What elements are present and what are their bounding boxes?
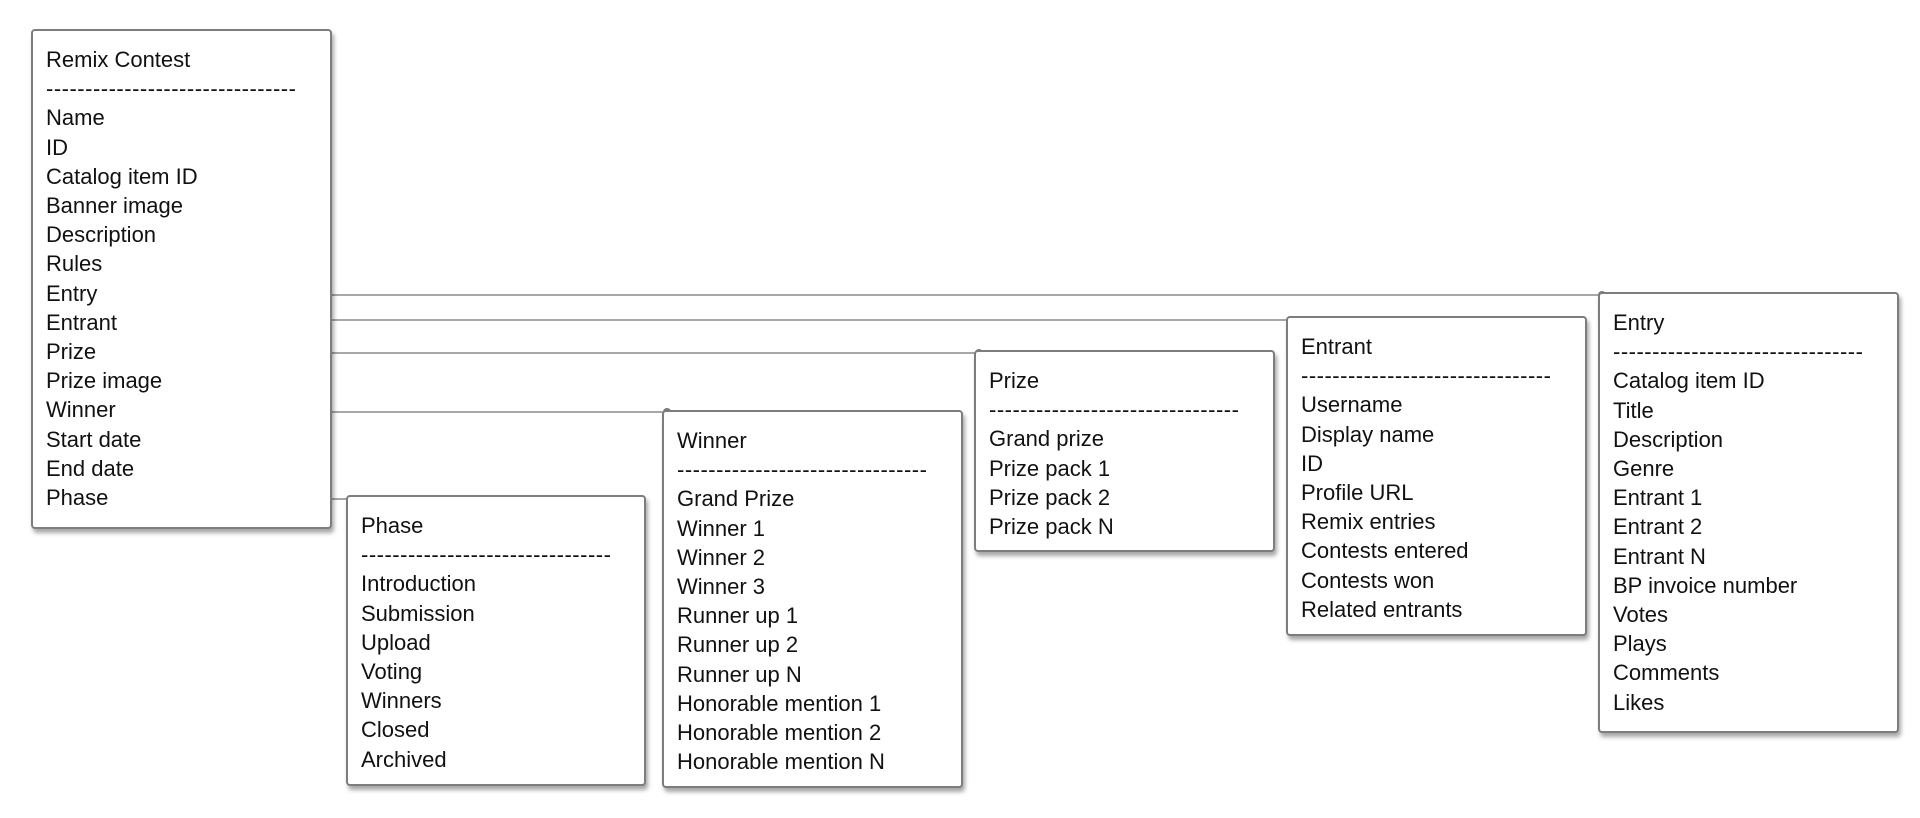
- entity-field: Genre: [1613, 456, 1675, 482]
- entity-prize[interactable]: Prize -------------------------------- G…: [974, 350, 1275, 552]
- entity-field: Submission: [361, 600, 475, 626]
- entity-field: Banner image: [46, 193, 183, 219]
- entity-winner[interactable]: Winner -------------------------------- …: [662, 410, 963, 788]
- entity-field: Entrant: [46, 309, 117, 335]
- entity-field: Honorable mention N: [677, 749, 885, 775]
- entity-field: Likes: [1613, 689, 1665, 715]
- entity-entry[interactable]: Entry -------------------------------- C…: [1598, 292, 1899, 733]
- entity-field: Winner 2: [677, 544, 766, 570]
- entity-field: Winner 1: [677, 515, 766, 541]
- entity-field: Runner up N: [677, 661, 802, 687]
- entity-divider: --------------------------------: [989, 397, 1240, 423]
- entity-field: Catalog item ID: [46, 163, 198, 189]
- entity-field: Prize: [46, 339, 97, 365]
- entity-field: Remix entries: [1301, 509, 1436, 535]
- entity-field: ID: [46, 134, 68, 160]
- entity-field: Winner: [46, 397, 116, 423]
- entity-field: Description: [1613, 426, 1724, 452]
- entity-field: Winners: [361, 688, 442, 714]
- entity-field: Catalog item ID: [1613, 368, 1765, 394]
- entity-divider: --------------------------------: [1613, 339, 1864, 365]
- entity-divider: --------------------------------: [677, 457, 928, 483]
- entity-field: Voting: [361, 659, 423, 685]
- entity-field: Archived: [361, 746, 447, 772]
- entity-field: Upload: [361, 629, 431, 655]
- entity-title: Entrant: [1301, 334, 1372, 359]
- entity-title: Remix Contest: [46, 47, 191, 72]
- entity-field: Grand Prize: [677, 486, 795, 512]
- entity-field: Comments: [1613, 660, 1720, 686]
- entity-field: Entry: [46, 280, 98, 306]
- entity-title: Prize: [989, 368, 1040, 393]
- entity-divider: --------------------------------: [46, 76, 297, 102]
- entity-field: Entrant 2: [1613, 514, 1703, 540]
- entity-field: ID: [1301, 450, 1323, 476]
- entity-title: Winner: [677, 428, 747, 453]
- entity-field: Winner 3: [677, 574, 766, 600]
- entity-field: Introduction: [361, 571, 476, 597]
- entity-field: Phase: [46, 485, 109, 511]
- entity-field: Votes: [1613, 602, 1669, 628]
- entity-field: Prize pack 2: [989, 484, 1111, 510]
- entity-field: Name: [46, 105, 105, 131]
- entity-field: Start date: [46, 426, 142, 452]
- entity-field: Prize pack 1: [989, 455, 1111, 481]
- entity-divider: --------------------------------: [1301, 363, 1552, 389]
- entity-field: Runner up 1: [677, 603, 799, 629]
- entity-field: Honorable mention 2: [677, 720, 882, 746]
- entity-title: Phase: [361, 513, 424, 538]
- entity-remix-contest[interactable]: Remix Contest --------------------------…: [31, 29, 332, 529]
- entity-field: Display name: [1301, 421, 1435, 447]
- entity-field: Rules: [46, 251, 103, 277]
- entity-field: BP invoice number: [1613, 572, 1798, 598]
- entity-entrant[interactable]: Entrant --------------------------------…: [1286, 316, 1587, 636]
- entity-title: Entry: [1613, 310, 1665, 335]
- entity-field: Username: [1301, 392, 1403, 418]
- entity-field: Related entrants: [1301, 596, 1463, 622]
- entity-field: Entrant N: [1613, 543, 1706, 569]
- entity-phase[interactable]: Phase -------------------------------- I…: [346, 495, 646, 786]
- entity-field: Closed: [361, 717, 430, 743]
- entity-field: Entrant 1: [1613, 485, 1703, 511]
- entity-field: End date: [46, 455, 135, 481]
- entity-field: Prize image: [46, 368, 163, 394]
- entity-field: Title: [1613, 397, 1654, 423]
- entity-field: Runner up 2: [677, 632, 799, 658]
- entity-field: Grand prize: [989, 426, 1104, 452]
- entity-field: Contests entered: [1301, 538, 1469, 564]
- entity-field: Plays: [1613, 631, 1667, 657]
- entity-field: Profile URL: [1301, 480, 1414, 506]
- entity-field: Contests won: [1301, 567, 1435, 593]
- entity-field: Prize pack N: [989, 514, 1114, 540]
- entity-divider: --------------------------------: [361, 542, 612, 568]
- entity-field: Description: [46, 222, 157, 248]
- entity-field: Honorable mention 1: [677, 690, 882, 716]
